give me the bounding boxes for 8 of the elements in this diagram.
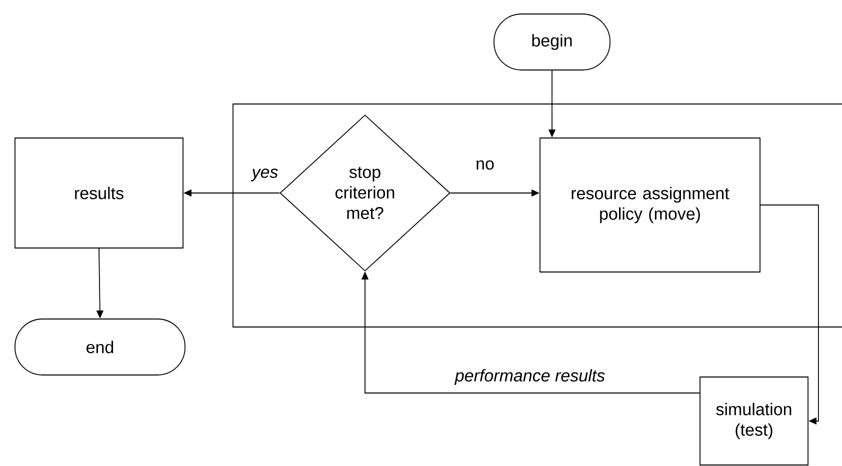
process-box: resource assignment policy (move) bbox=[540, 138, 760, 272]
frame bbox=[232, 104, 842, 328]
process-box: results bbox=[14, 138, 184, 248]
edge-label: performance results bbox=[454, 368, 606, 386]
process-box: simulation (test) bbox=[700, 376, 808, 466]
arrow bbox=[760, 204, 819, 425]
edge-label: yes bbox=[250, 168, 280, 182]
edge-label: no bbox=[474, 159, 496, 171]
